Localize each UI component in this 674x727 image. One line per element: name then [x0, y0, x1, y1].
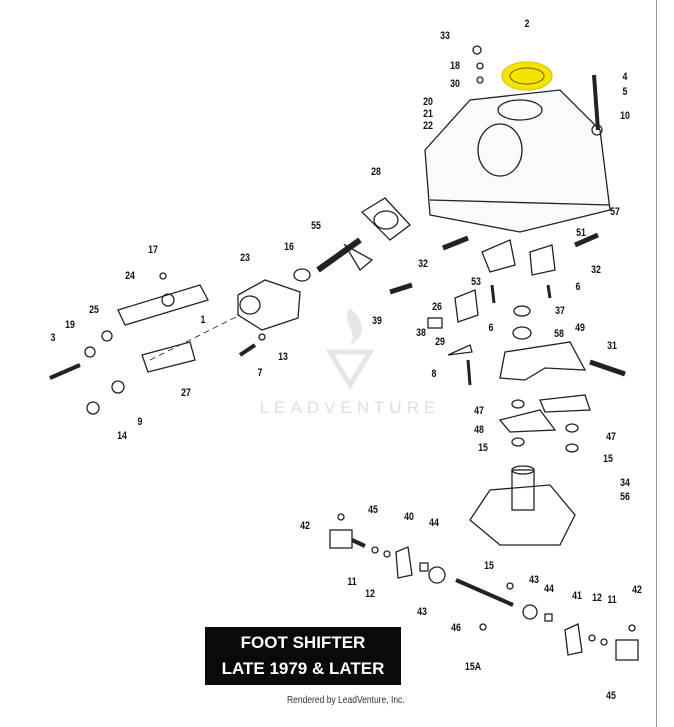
callout-part-29[interactable]: 29: [435, 336, 445, 348]
callout-part-11[interactable]: 11: [607, 594, 617, 606]
callout-part-45[interactable]: 45: [606, 690, 616, 702]
callout-part-31[interactable]: 31: [607, 340, 617, 352]
callout-part-39[interactable]: 39: [372, 315, 382, 327]
callout-part-18[interactable]: 18: [450, 60, 460, 72]
callout-part-6[interactable]: 6: [575, 281, 581, 293]
callout-part-37[interactable]: 37: [555, 305, 565, 317]
callout-part-23[interactable]: 23: [240, 252, 250, 264]
callout-part-9[interactable]: 9: [137, 416, 143, 428]
callout-part-40[interactable]: 40: [404, 511, 414, 523]
callout-part-51[interactable]: 51: [576, 227, 586, 239]
title-line-1: FOOT SHIFTER: [240, 633, 366, 652]
callout-part-42[interactable]: 42: [300, 520, 310, 532]
callout-part-10[interactable]: 10: [620, 110, 630, 122]
callout-part-6[interactable]: 6: [488, 322, 494, 334]
callout-part-20[interactable]: 20: [423, 96, 433, 108]
callout-part-27[interactable]: 27: [181, 387, 191, 399]
callout-part-58[interactable]: 58: [554, 328, 564, 340]
callout-part-11[interactable]: 11: [347, 576, 357, 588]
callout-part-26[interactable]: 26: [432, 301, 442, 313]
callout-part-24[interactable]: 24: [125, 270, 135, 282]
callout-part-28[interactable]: 28: [371, 166, 381, 178]
callout-part-21[interactable]: 21: [423, 108, 433, 120]
callout-part-43[interactable]: 43: [417, 606, 427, 618]
callout-part-55[interactable]: 55: [311, 220, 321, 232]
callout-part-15[interactable]: 15: [478, 442, 488, 454]
watermark-logo: [325, 308, 375, 390]
part-2-highlight: [501, 61, 553, 91]
callout-part-22[interactable]: 22: [423, 120, 433, 132]
callout-part-43[interactable]: 43: [529, 574, 539, 586]
callout-part-56[interactable]: 56: [620, 491, 630, 503]
callout-part-41[interactable]: 41: [572, 590, 582, 602]
callout-part-48[interactable]: 48: [474, 424, 484, 436]
housing-part-20: [424, 89, 611, 233]
callout-part-49[interactable]: 49: [575, 322, 585, 334]
callout-part-42[interactable]: 42: [632, 584, 642, 596]
callout-part-12[interactable]: 12: [365, 588, 375, 600]
frame-border: [656, 0, 657, 727]
callout-part-19[interactable]: 19: [65, 319, 75, 331]
callout-part-15[interactable]: 15: [484, 560, 494, 572]
callout-part-7[interactable]: 7: [257, 367, 263, 379]
callout-part-32[interactable]: 32: [418, 258, 428, 270]
callout-part-3[interactable]: 3: [50, 332, 56, 344]
callout-part-2[interactable]: 2: [524, 18, 530, 30]
callout-part-15[interactable]: 15: [603, 453, 613, 465]
callout-part-14[interactable]: 14: [117, 430, 127, 442]
callout-part-1[interactable]: 1: [200, 314, 206, 326]
callout-part-34[interactable]: 34: [620, 477, 630, 489]
callout-part-17[interactable]: 17: [148, 244, 158, 256]
callout-part-15A[interactable]: 15A: [464, 661, 482, 673]
callout-part-4[interactable]: 4: [622, 71, 628, 83]
callout-part-44[interactable]: 44: [429, 517, 439, 529]
callout-part-57[interactable]: 57: [610, 206, 620, 218]
callout-part-16[interactable]: 16: [284, 241, 294, 253]
watermark-text: LEADVENTURE: [259, 398, 441, 417]
callout-part-13[interactable]: 13: [278, 351, 288, 363]
callout-part-8[interactable]: 8: [431, 368, 437, 380]
callout-part-30[interactable]: 30: [450, 78, 460, 90]
callout-part-33[interactable]: 33: [440, 30, 450, 42]
title-line-2: LATE 1979 & LATER: [221, 659, 385, 678]
callout-part-44[interactable]: 44: [544, 583, 554, 595]
callout-part-47[interactable]: 47: [606, 431, 616, 443]
credit-text: Rendered by LeadVenture, Inc.: [287, 695, 405, 706]
diagram-title-box: FOOT SHIFTER LATE 1979 & LATER: [205, 627, 401, 685]
callout-part-25[interactable]: 25: [89, 304, 99, 316]
callout-part-45[interactable]: 45: [368, 504, 378, 516]
callout-part-5[interactable]: 5: [622, 86, 628, 98]
callout-part-38[interactable]: 38: [416, 327, 426, 339]
callout-part-32[interactable]: 32: [591, 264, 601, 276]
callout-part-53[interactable]: 53: [471, 276, 481, 288]
callout-part-47[interactable]: 47: [474, 405, 484, 417]
callout-part-12[interactable]: 12: [592, 592, 602, 604]
callout-part-46[interactable]: 46: [451, 622, 461, 634]
